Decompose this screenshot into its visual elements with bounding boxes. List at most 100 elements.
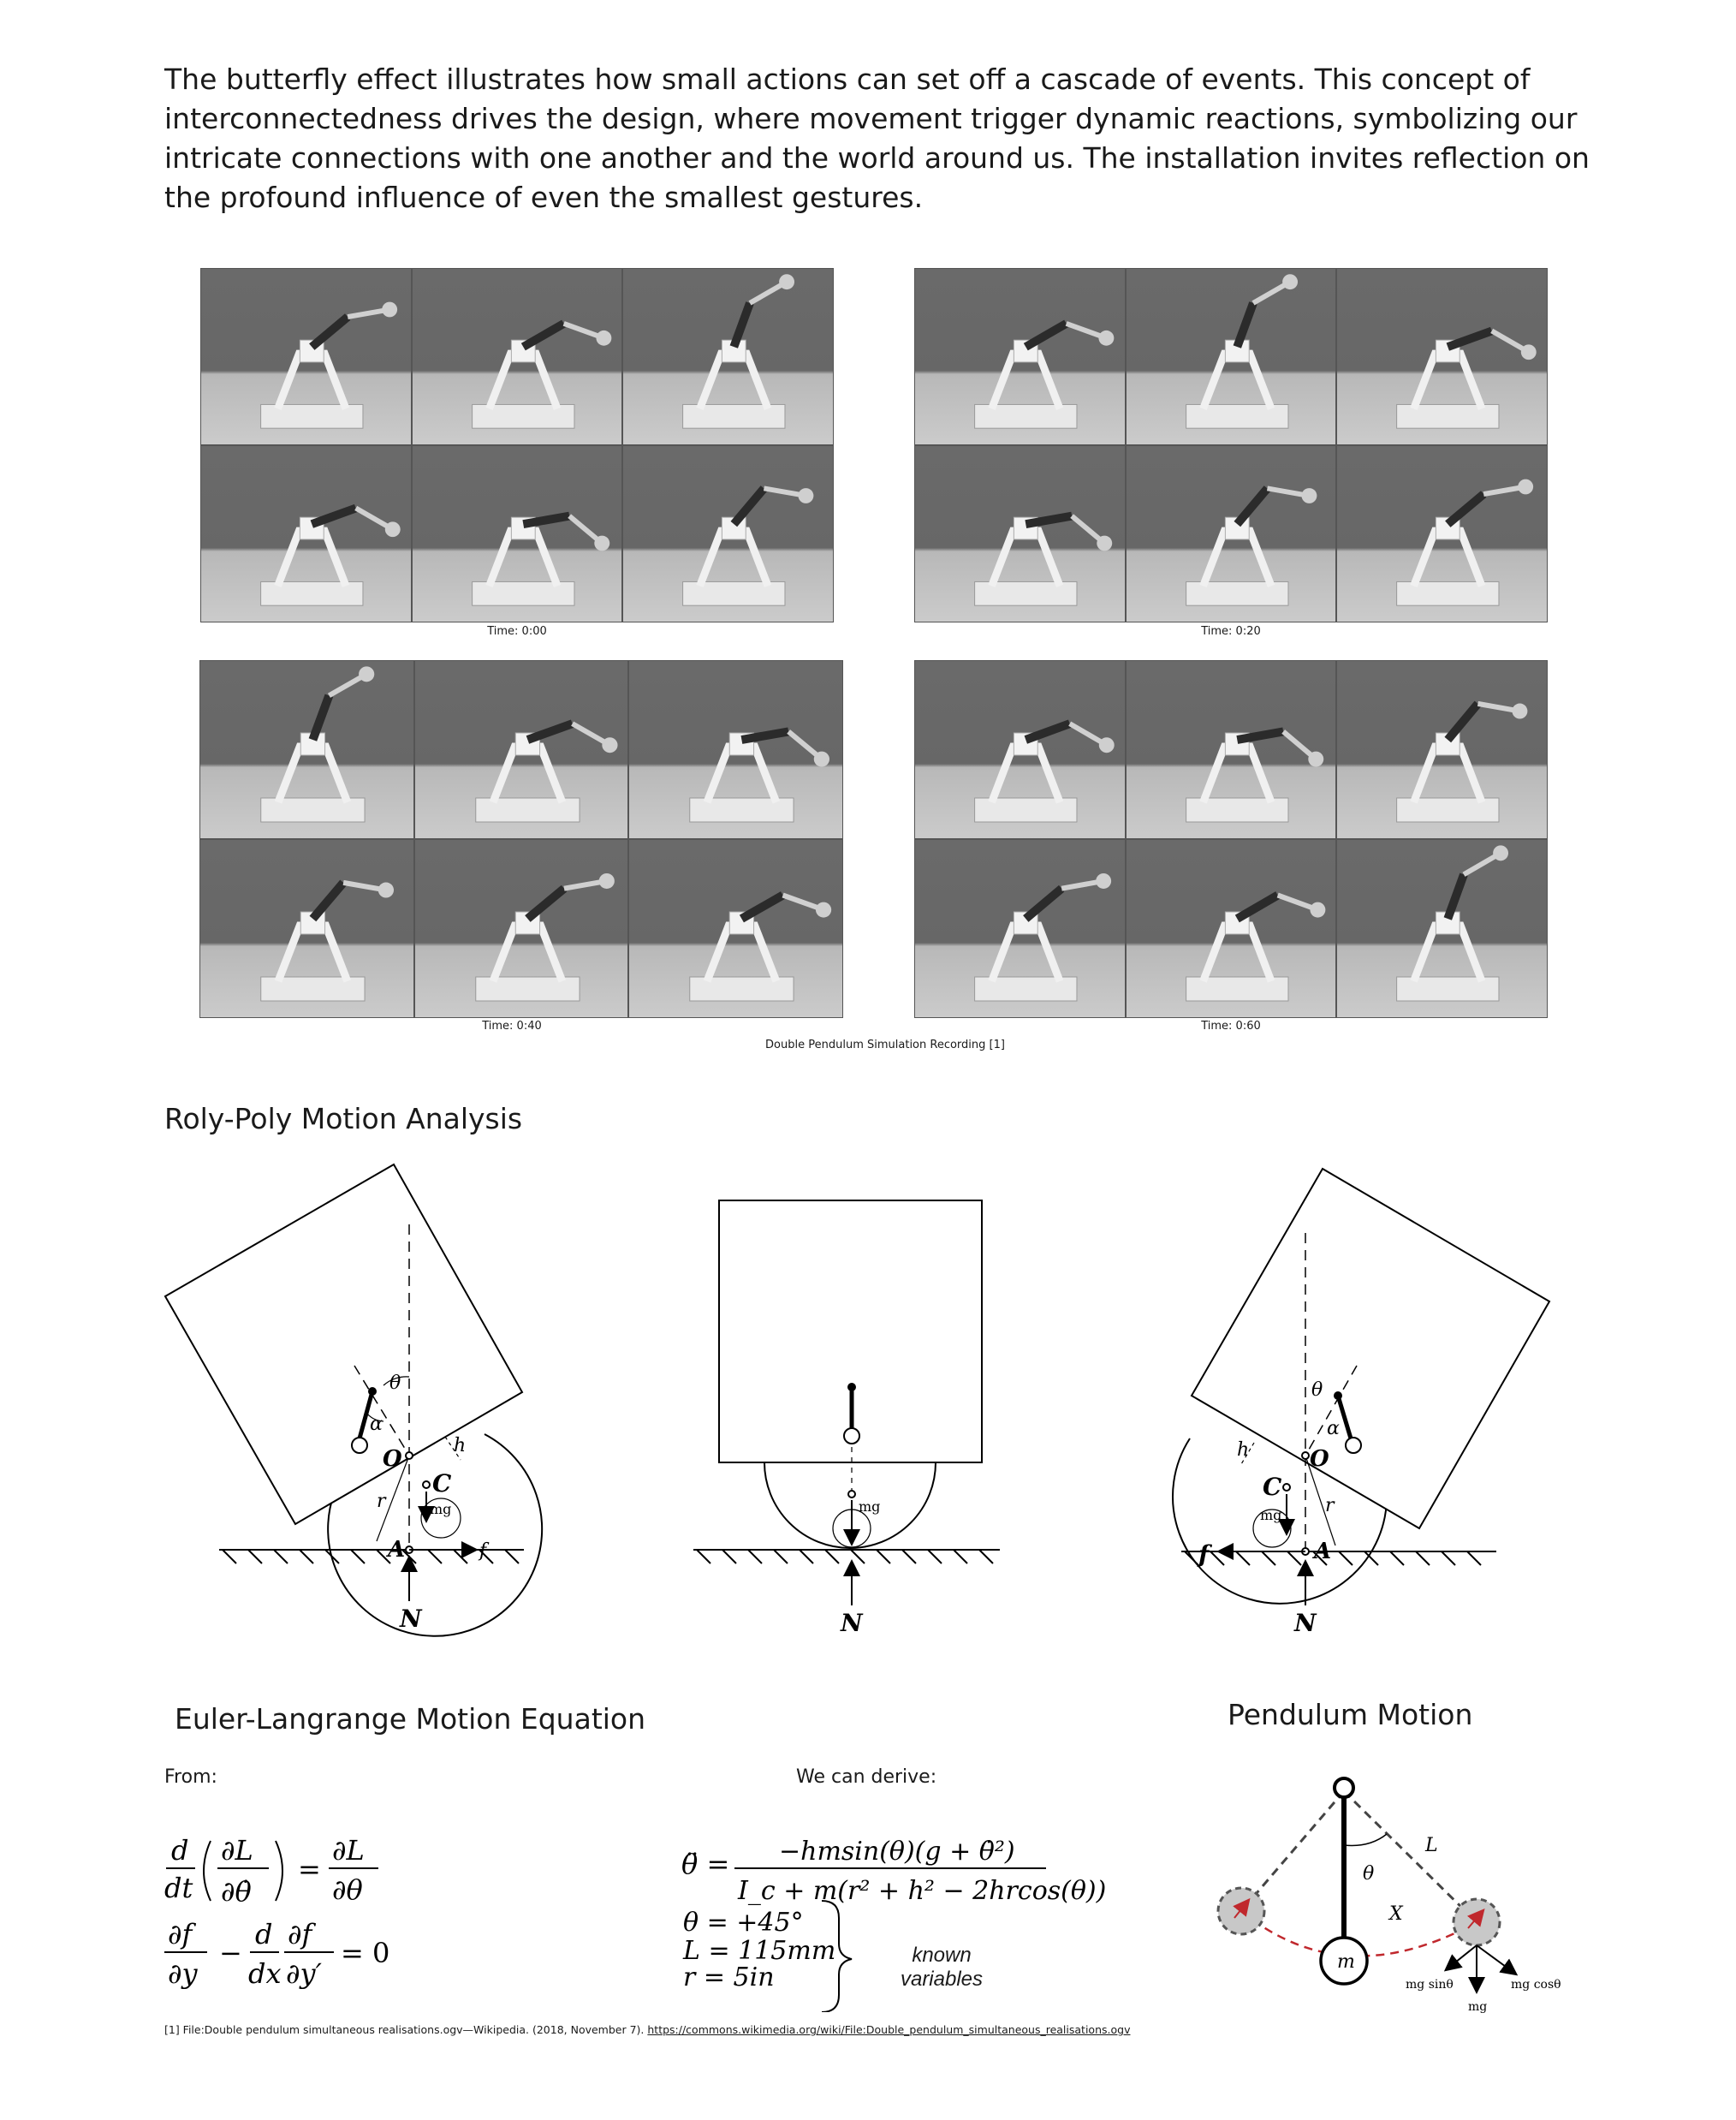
- time-label-0-00: Time: 0:00: [487, 625, 547, 638]
- right-box: [1190, 1167, 1551, 1530]
- recording-frame: [1336, 660, 1548, 839]
- pendulum-device-illustration: [1396, 845, 1509, 1002]
- pendulum-velocity-left: [1233, 1897, 1251, 1919]
- pendulum-mgcos-arrow: [1476, 1944, 1519, 1976]
- pendulum-device-illustration: [260, 666, 375, 823]
- recording-caption: Double Pendulum Simulation Recording [1]: [765, 1039, 1005, 1051]
- time-label-0-40: Time: 0:40: [482, 1020, 542, 1033]
- recording-frame: [200, 445, 412, 622]
- from-label: From:: [164, 1766, 217, 1788]
- pendulum-string-left: [1240, 1790, 1346, 1912]
- eq2-minus: −: [219, 1937, 242, 1969]
- right-pendulum-pivot: [1334, 1391, 1342, 1400]
- recording-frame: [1125, 268, 1337, 445]
- right-pendulum-bob: [1345, 1437, 1362, 1454]
- pendulum-title: Pendulum Motion: [1228, 1698, 1473, 1731]
- time-label-0-20: Time: 0:20: [1201, 625, 1261, 638]
- left-point-O: [405, 1451, 413, 1460]
- rolypoly-left: [163, 1163, 544, 1637]
- left-h-dim: [444, 1436, 461, 1461]
- center-hatch-marks: [696, 1549, 994, 1564]
- right-pendulum-rod: [1335, 1395, 1353, 1439]
- pendulum-device-illustration: [1396, 479, 1534, 606]
- recording-frame: [622, 445, 834, 622]
- eq2-d: d: [255, 1918, 272, 1950]
- eq2-rhs: = 0: [341, 1937, 389, 1969]
- pendulum-string-right: [1342, 1789, 1478, 1924]
- known-brace: [821, 1900, 853, 2012]
- pendulum-device-illustration: [974, 872, 1112, 1002]
- pendulum-device-illustration: [471, 511, 609, 606]
- recording-grid-0-00: [200, 268, 834, 622]
- center-pivot: [847, 1383, 856, 1391]
- left-label-mg: mg: [430, 1501, 451, 1517]
- left-label-N: N: [399, 1605, 423, 1633]
- time-label-0-60: Time: 0:60: [1201, 1020, 1261, 1033]
- pendulum-label-X: X: [1388, 1903, 1404, 1925]
- pendulum-device-illustration: [1185, 727, 1323, 823]
- pendulum-device-illustration: [260, 301, 398, 429]
- recording-frame: [914, 660, 1126, 839]
- rolypoly-right-labels: θ α O h C r mg A f N: [1197, 1379, 1340, 1637]
- pendulum-device-illustration: [1185, 891, 1326, 1002]
- left-theta-arc: [383, 1376, 410, 1386]
- pendulum-device-illustration: [474, 872, 615, 1002]
- recording-frame: [411, 445, 623, 622]
- pendulum-label-theta: θ: [1363, 1863, 1374, 1885]
- recording-frame: [1125, 660, 1337, 839]
- pendulum-device-illustration: [974, 719, 1115, 823]
- derived-den: I_c + m(r² + h² − 2hrcos(θ)): [737, 1876, 1106, 1906]
- eq1-dt: dt: [164, 1872, 193, 1904]
- reference-text: [1] File:Double pendulum simultaneous re…: [164, 2023, 648, 2036]
- recording-frame: [1125, 839, 1337, 1018]
- theta-value: θ = +45°: [683, 1908, 804, 1938]
- right-label-h: h: [1237, 1439, 1249, 1461]
- center-mg-circle: [832, 1509, 871, 1548]
- recording-frame: [1336, 445, 1548, 622]
- pendulum-device-illustration: [974, 319, 1115, 429]
- pendulum-mgsin-arrow: [1443, 1944, 1477, 1972]
- left-pendulum-pivot: [368, 1387, 377, 1396]
- recording-frame: [914, 268, 1126, 445]
- right-hatch-marks: [1184, 1551, 1482, 1566]
- eq1-d: d: [171, 1834, 188, 1867]
- pendulum-bob-right: [1452, 1897, 1501, 1947]
- recording-frame: [413, 660, 629, 839]
- right-mg-circle: [1252, 1509, 1292, 1548]
- rolypoly-center-labels: mg N: [840, 1498, 880, 1637]
- recording-frame: [622, 268, 834, 445]
- euler-equations: d dt ∂L ∂θ̇ = ∂L ∂θ ∂f ∂y − d dx ∂f ∂y′ …: [164, 1834, 1106, 2012]
- intro-paragraph: The butterfly effect illustrates how sma…: [164, 63, 1590, 214]
- pendulum-theta-arc: [1343, 1833, 1388, 1847]
- left-alpha-arc: [366, 1412, 384, 1422]
- center-label-N: N: [840, 1609, 864, 1637]
- pendulum-label-mgcos: mg cosθ: [1511, 1978, 1561, 1992]
- left-hatch-marks: [222, 1549, 520, 1564]
- euler-title: Euler-Langrange Motion Equation: [175, 1702, 646, 1736]
- pendulum-device-illustration: [682, 274, 795, 429]
- right-h-dim: [1240, 1442, 1255, 1465]
- rolypoly-diagrams: θ α O h C r mg A f N mg N: [163, 1163, 1551, 1637]
- pendulum-device-illustration: [689, 891, 832, 1002]
- right-label-O: O: [1310, 1446, 1329, 1472]
- pendulum-bob-center: [1319, 1936, 1369, 1986]
- pendulum-device-illustration: [682, 485, 814, 606]
- recording-grid-0-20: [914, 268, 1548, 622]
- pendulum-device-illustration: [689, 727, 830, 823]
- left-label-h: h: [454, 1435, 466, 1456]
- pendulum-label-mgsin: mg sinθ: [1406, 1978, 1454, 1992]
- eq2-num: ∂f: [168, 1918, 197, 1950]
- left-label-r: r: [377, 1491, 387, 1512]
- right-label-alpha: α: [1327, 1418, 1340, 1439]
- left-label-theta: θ: [389, 1373, 401, 1394]
- center-hemisphere: [764, 1462, 936, 1549]
- eq1-num: ∂L: [221, 1834, 253, 1867]
- recording-frame: [628, 839, 843, 1018]
- right-point-O: [1301, 1451, 1310, 1460]
- reference-link[interactable]: https://commons.wikimedia.org/wiki/File:…: [647, 2023, 1131, 2036]
- recording-frame: [199, 660, 414, 839]
- recording-frame: [411, 268, 623, 445]
- left-label-O: O: [383, 1446, 402, 1472]
- pendulum-label-m: m: [1337, 1951, 1355, 1973]
- left-hatch-ground: [219, 1549, 524, 1564]
